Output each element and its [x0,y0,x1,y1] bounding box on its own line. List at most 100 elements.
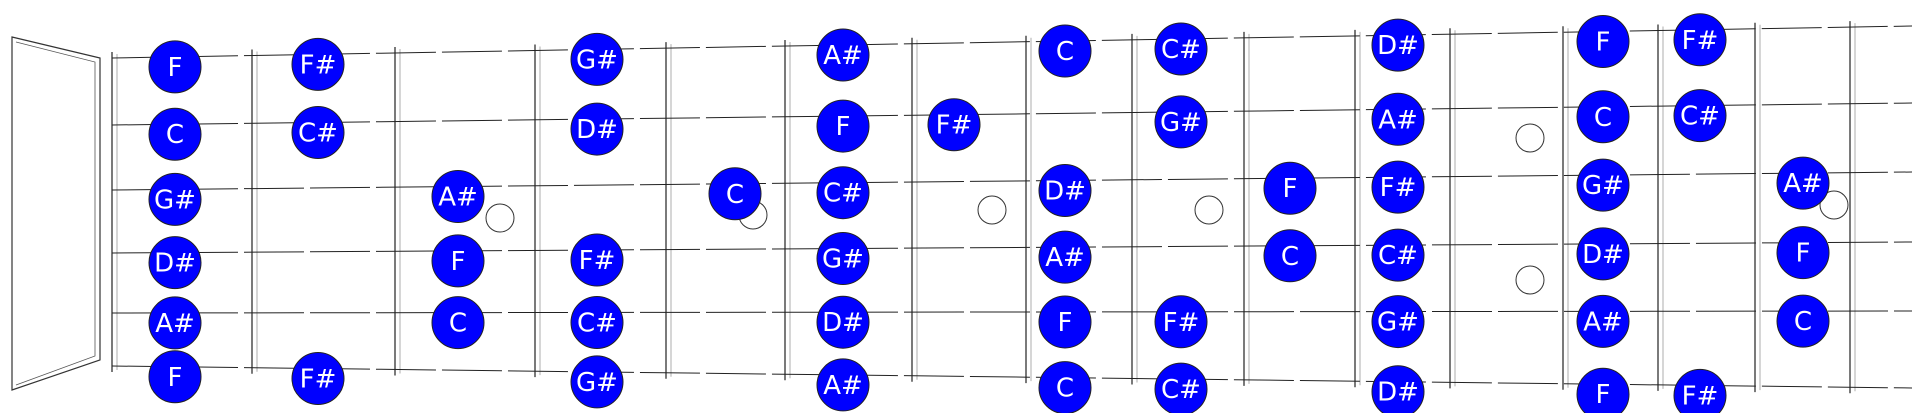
note-marker: C# [1673,89,1727,143]
note-label: C [726,180,744,210]
note-label: D# [576,115,618,145]
note-marker: D# [1371,365,1425,413]
note-circle [1673,13,1727,67]
note-marker: F [1263,161,1317,215]
note-circle [1154,362,1208,413]
note-circle [1371,365,1425,413]
note-circle [1038,24,1092,78]
note-marker: G# [1154,95,1208,149]
note-circle [570,355,624,409]
string-line-5 [111,310,1913,314]
note-label: F [836,112,851,142]
note-label: F [1283,174,1298,204]
note-marker: C# [570,295,624,349]
note-label: F [1596,380,1611,410]
note-marker: F# [291,37,345,91]
note-marker: A# [816,28,870,82]
note-circle [1576,90,1630,144]
note-marker: C [1038,361,1092,413]
note-label: C [449,309,467,339]
note-circle [1576,227,1630,281]
note-label: C [1794,307,1812,337]
note-circle [148,107,202,161]
note-label: C# [577,308,617,338]
note-label: F# [579,246,616,276]
note-marker: A# [431,170,485,224]
inlay-dot-icon [1515,265,1545,295]
note-circle [1576,367,1630,413]
note-marker: C# [1371,228,1425,282]
note-marker: F [148,350,202,404]
fret-lines [111,21,1856,394]
note-circle [570,102,624,156]
note-circle [291,352,345,406]
note-label: D# [154,249,196,279]
note-circle [816,166,870,220]
note-circle [1576,158,1630,212]
inlay-dot-icon [485,203,515,233]
note-marker: D# [816,295,870,349]
note-label: C [1281,242,1299,272]
note-circle [1371,295,1425,349]
note-label: C# [823,179,863,209]
note-marker: F [1038,295,1092,349]
inlay-dot-icon [1194,195,1224,225]
note-circle [816,99,870,153]
note-marker: G# [1576,158,1630,212]
note-label: C# [298,118,338,148]
note-label: A# [823,371,863,401]
note-marker: F [1576,14,1630,68]
note-circle [1371,18,1425,72]
note-label: G# [1377,308,1419,338]
note-marker: D# [1371,18,1425,72]
string-line-2 [111,102,1913,126]
inlay-dot-icon [1515,123,1545,153]
note-circle [1263,161,1317,215]
note-marker: C [1576,90,1630,144]
note-marker: A# [1038,230,1092,284]
note-marker: C [1038,24,1092,78]
note-marker: F# [1673,368,1727,413]
note-label: F# [1380,173,1417,203]
note-marker: F# [1673,13,1727,67]
note-marker: A# [148,296,202,350]
note-marker: C [1263,229,1317,283]
note-marker: G# [816,232,870,286]
note-marker: F# [570,233,624,287]
note-label: A# [155,309,195,339]
note-marker: G# [570,355,624,409]
string-line-1 [111,25,1913,59]
note-label: C [1056,374,1074,404]
note-marker: C# [1154,362,1208,413]
note-circle [1154,95,1208,149]
note-marker: C [431,296,485,350]
headstock [11,36,101,391]
note-circle [1576,294,1630,348]
note-label: A# [1783,169,1823,199]
note-label: D# [822,308,864,338]
note-label: D# [1582,240,1624,270]
note-label: D# [1044,176,1086,206]
note-circle [148,296,202,350]
note-circle [431,234,485,288]
note-circle [148,40,202,94]
note-circle [1154,295,1208,349]
note-label: G# [576,45,618,75]
note-marker: C# [816,166,870,220]
inlay-dot-icon [1819,190,1849,220]
note-circle [816,358,870,412]
note-circle [1038,163,1092,217]
note-label: F [168,53,183,83]
note-circle [570,295,624,349]
note-circle [1673,368,1727,413]
note-circle [1776,226,1830,280]
note-marker: F# [1154,295,1208,349]
note-label: C# [1680,102,1720,132]
note-label: D# [1377,31,1419,61]
note-circle [1038,361,1092,413]
note-label: G# [154,185,196,215]
note-marker: A# [1776,156,1830,210]
note-marker: A# [816,358,870,412]
note-label: C# [1161,375,1201,405]
note-marker: D# [1038,163,1092,217]
